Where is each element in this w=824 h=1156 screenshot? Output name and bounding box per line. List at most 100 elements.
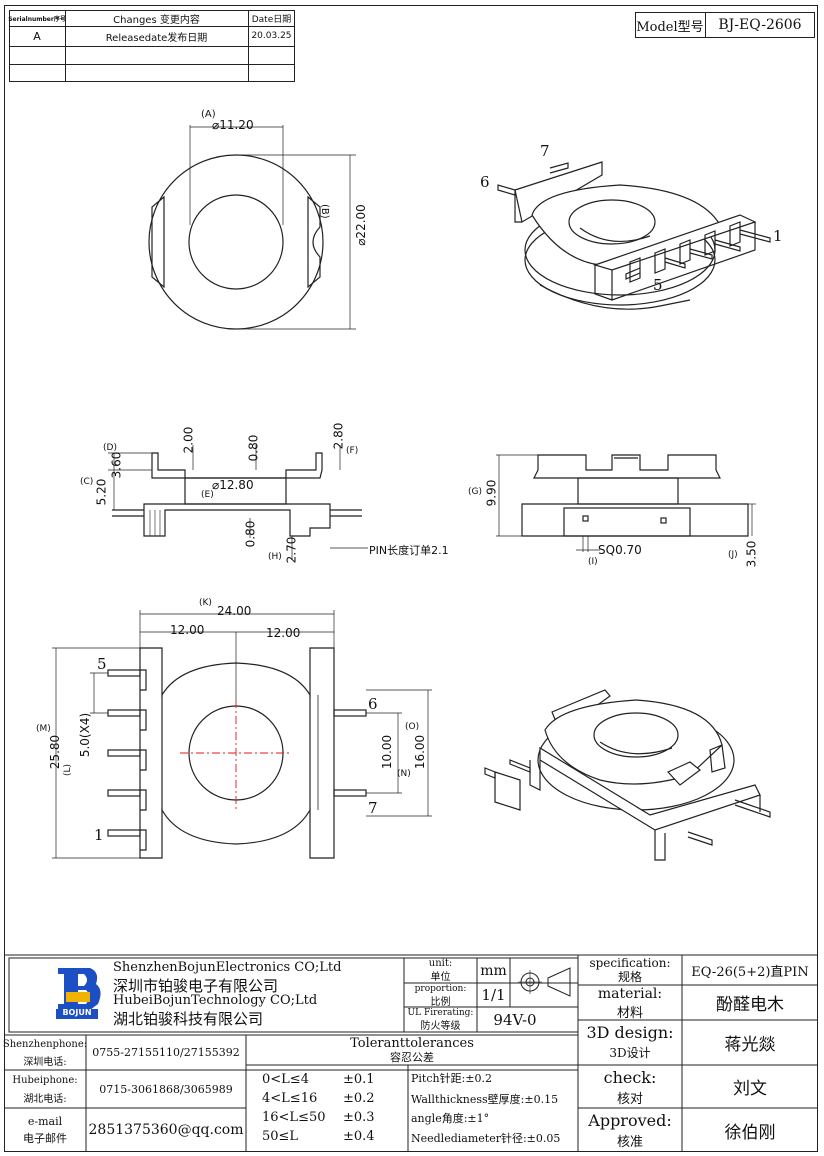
approved-label-en: Approved: bbox=[588, 1110, 672, 1130]
fire-label-en: UL Firerating: bbox=[407, 1007, 474, 1018]
label-080b: 0.80 bbox=[243, 520, 258, 548]
sz-phone-label-cn: 深圳电话: bbox=[23, 1057, 67, 1068]
top-view-geometry bbox=[148, 125, 356, 330]
design-label-cn: 3D设计 bbox=[609, 1045, 651, 1060]
company-en-sz: ShenzhenBojunElectronics CO;Ltd bbox=[113, 960, 342, 975]
company-cn-sz: 深圳市铂骏电子有限公司 bbox=[113, 977, 279, 995]
email-value: 2851375360@qq.com bbox=[88, 1122, 244, 1138]
label-2580: 25.80 bbox=[48, 734, 63, 770]
tol-range: 4<L≤16 bbox=[262, 1091, 318, 1106]
bottom-pin-6: 6 bbox=[368, 695, 378, 713]
bottom-view-geometry bbox=[52, 610, 432, 859]
iso-top-geometry bbox=[497, 161, 771, 310]
approved-value: 徐伯刚 bbox=[724, 1122, 776, 1143]
label-520: 5.20 bbox=[94, 478, 109, 506]
label-pin-note: PIN长度订单2.1 bbox=[369, 544, 449, 557]
tol-value: ±0.2 bbox=[343, 1091, 375, 1106]
tol-value: ±0.4 bbox=[343, 1129, 375, 1144]
iso-top-pin-5: 5 bbox=[653, 276, 663, 294]
email-label-en: e-mail bbox=[27, 1114, 63, 1128]
tol-range: 0<L≤4 bbox=[262, 1072, 309, 1087]
material-label-cn: 材料 bbox=[616, 1005, 643, 1021]
wall-tolerance: Wallthickness壁厚度:±0.15 bbox=[411, 1093, 559, 1106]
rev-header-serial: Serialnumber序号 bbox=[8, 15, 66, 23]
unit-value: mm bbox=[480, 962, 507, 979]
sz-phone-value: 0755-27155110/27155392 bbox=[92, 1046, 240, 1059]
drawing-frame bbox=[4, 5, 818, 1152]
label-dia1280: ⌀12.80 bbox=[212, 478, 254, 492]
angle-tolerance: angle角度:±1° bbox=[411, 1112, 490, 1125]
label-1600: 16.00 bbox=[413, 734, 428, 770]
label-b: (B) bbox=[319, 204, 330, 219]
label-g: (G) bbox=[468, 487, 482, 497]
check-label-en: check: bbox=[603, 1067, 657, 1087]
fire-value: 94V-0 bbox=[493, 1010, 537, 1029]
hb-phone-label-cn: 湖北电话: bbox=[23, 1094, 67, 1105]
tol-range: 50≤L bbox=[262, 1129, 299, 1144]
label-j: (J) bbox=[728, 550, 738, 560]
label-pitch: 5.0(X4) bbox=[78, 712, 93, 758]
label-d: (D) bbox=[103, 443, 117, 453]
side-view-geometry bbox=[496, 454, 756, 552]
company-en-hb: HubeiBojunTechnology CO;Ltd bbox=[113, 993, 318, 1008]
iso-top-pin-6: 6 bbox=[480, 173, 490, 191]
title-block-grid bbox=[4, 954, 818, 1152]
label-o: (O) bbox=[405, 722, 420, 732]
check-value: 刘文 bbox=[733, 1079, 767, 1099]
spec-value: EQ-26(5+2)直PIN bbox=[691, 964, 809, 980]
spec-label-cn: 规格 bbox=[617, 970, 642, 984]
hb-phone-label-en: Hubeiphone: bbox=[12, 1075, 78, 1086]
model-label: Model型号 bbox=[636, 19, 704, 35]
tolerance-title-en: Toleranttolerances bbox=[350, 1035, 474, 1051]
label-360: 3.60 bbox=[109, 451, 124, 479]
label-n: (N) bbox=[397, 769, 411, 779]
iso-top-pin-7: 7 bbox=[540, 142, 550, 160]
unit-label-cn: 单位 bbox=[430, 971, 451, 983]
logo-text: BOJUN bbox=[62, 1008, 92, 1017]
bojun-logo bbox=[56, 968, 101, 1019]
tol-value: ±0.1 bbox=[343, 1072, 375, 1087]
iso-top-pin-1: 1 bbox=[773, 227, 783, 245]
rev-row-date: 20.03.25 bbox=[251, 31, 292, 41]
label-dia-outer: ⌀22.00 bbox=[353, 204, 368, 246]
label-2400: 24.00 bbox=[217, 604, 252, 618]
label-1200a: 12.00 bbox=[170, 623, 205, 637]
rev-row-serial: A bbox=[33, 29, 41, 43]
material-value: 酚醛电木 bbox=[716, 995, 784, 1015]
spec-label-en: specification: bbox=[589, 955, 671, 970]
pitch-tolerance: Pitch针距:±0.2 bbox=[411, 1072, 493, 1085]
label-c: (C) bbox=[80, 477, 94, 487]
label-m: (M) bbox=[36, 724, 51, 734]
hb-phone-value: 0715-3061868/3065989 bbox=[99, 1082, 233, 1096]
company-cn-hb: 湖北铂骏科技有限公司 bbox=[113, 1010, 264, 1028]
label-h: (H) bbox=[268, 552, 282, 562]
label-350: 3.50 bbox=[744, 540, 759, 568]
proportion-value: 1/1 bbox=[481, 986, 506, 1004]
label-1000: 10.00 bbox=[380, 734, 395, 770]
bottom-view-centerlines bbox=[180, 700, 292, 810]
tol-range: 16<L≤50 bbox=[262, 1110, 326, 1125]
label-200: 2.00 bbox=[181, 426, 196, 454]
label-i: (I) bbox=[588, 557, 598, 567]
bottom-pin-5: 5 bbox=[97, 655, 107, 673]
label-e: (E) bbox=[201, 490, 214, 500]
rev-header-changes: Changes 变更内容 bbox=[113, 14, 200, 26]
rev-header-date: Date日期 bbox=[251, 14, 292, 25]
unit-label-en: unit: bbox=[428, 957, 453, 969]
label-1200b: 12.00 bbox=[266, 626, 301, 640]
label-l: (L) bbox=[63, 763, 74, 777]
bottom-pin-7: 7 bbox=[368, 799, 378, 817]
label-f: (F) bbox=[346, 446, 359, 456]
check-label-cn: 核对 bbox=[616, 1091, 643, 1107]
model-value: BJ-EQ-2606 bbox=[718, 17, 802, 33]
sz-phone-label-en: Shenzhenphone: bbox=[2, 1038, 88, 1050]
label-sq: SQ0.70 bbox=[598, 543, 642, 557]
needle-tolerance: Needlediameter针径:±0.05 bbox=[411, 1132, 561, 1145]
tolerance-title-cn: 容忍公差 bbox=[390, 1050, 434, 1064]
label-k: (K) bbox=[199, 598, 212, 608]
tol-value: ±0.3 bbox=[343, 1110, 375, 1125]
front-view-geometry bbox=[108, 445, 368, 560]
label-990: 9.90 bbox=[484, 479, 499, 507]
bottom-pin-1: 1 bbox=[94, 826, 104, 844]
